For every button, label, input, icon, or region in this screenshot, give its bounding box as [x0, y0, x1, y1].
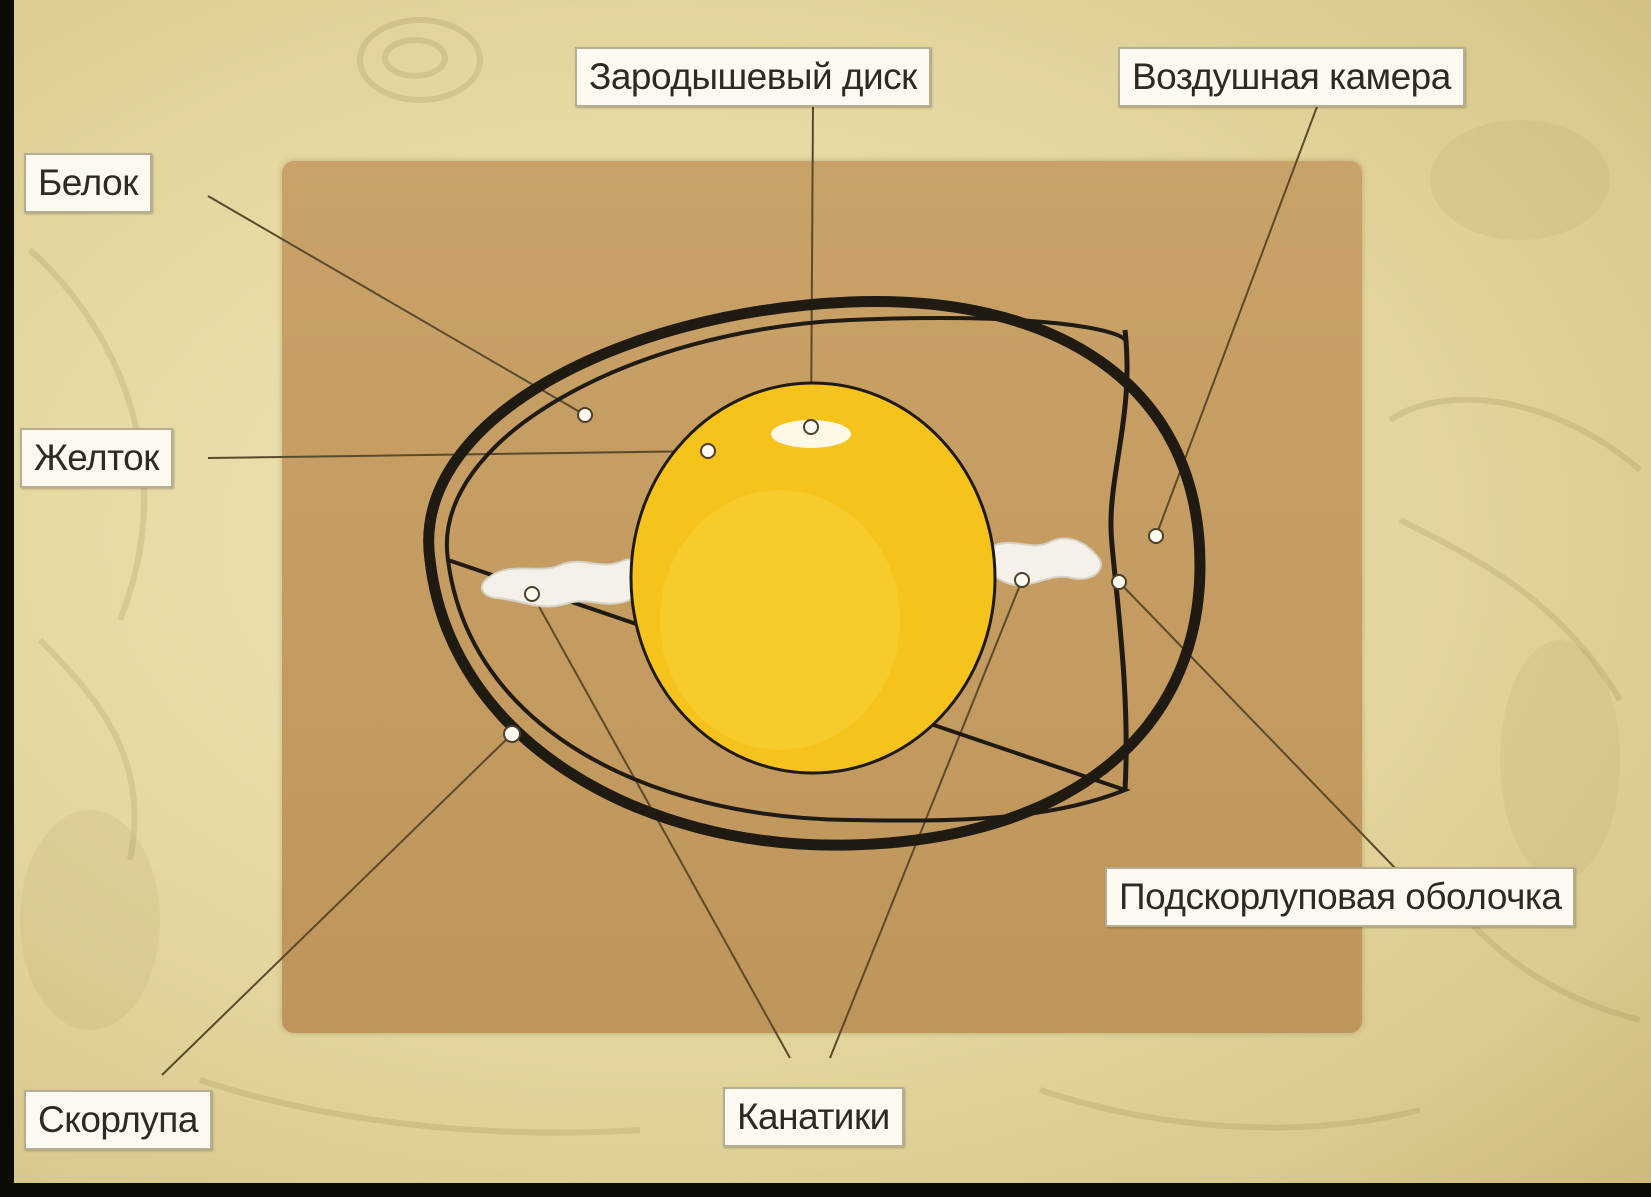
pointer-dot-albumen	[578, 408, 592, 422]
pointer-dot-shell	[504, 726, 520, 742]
label-shell-membrane: Подскорлуповая оболочка	[1105, 867, 1575, 927]
label-shell: Скорлупа	[24, 1090, 212, 1150]
label-albumen: Белок	[24, 153, 152, 213]
pointer-dot-germinal-disc	[804, 420, 818, 434]
label-germinal-disc: Зародышевый диск	[575, 47, 931, 107]
leader-line-shell	[162, 734, 512, 1075]
leader-line-albumen	[208, 196, 585, 415]
air-cell-membrane	[1111, 330, 1127, 790]
label-air-cell: Воздушная камера	[1118, 47, 1465, 107]
pointer-dot-air-cell	[1149, 529, 1163, 543]
yolk-highlight	[660, 490, 900, 750]
label-yolk: Желток	[20, 428, 173, 488]
label-chalazae: Канатики	[723, 1087, 904, 1147]
pointer-dot-chalaza-right	[1015, 573, 1029, 587]
pointer-dot-yolk	[701, 444, 715, 458]
leader-line-shell-membrane	[1119, 582, 1395, 868]
pointer-dot-shell-membrane	[1112, 575, 1126, 589]
leader-line-germinal-disc	[811, 104, 813, 427]
pointer-dot-chalaza-left	[525, 587, 539, 601]
